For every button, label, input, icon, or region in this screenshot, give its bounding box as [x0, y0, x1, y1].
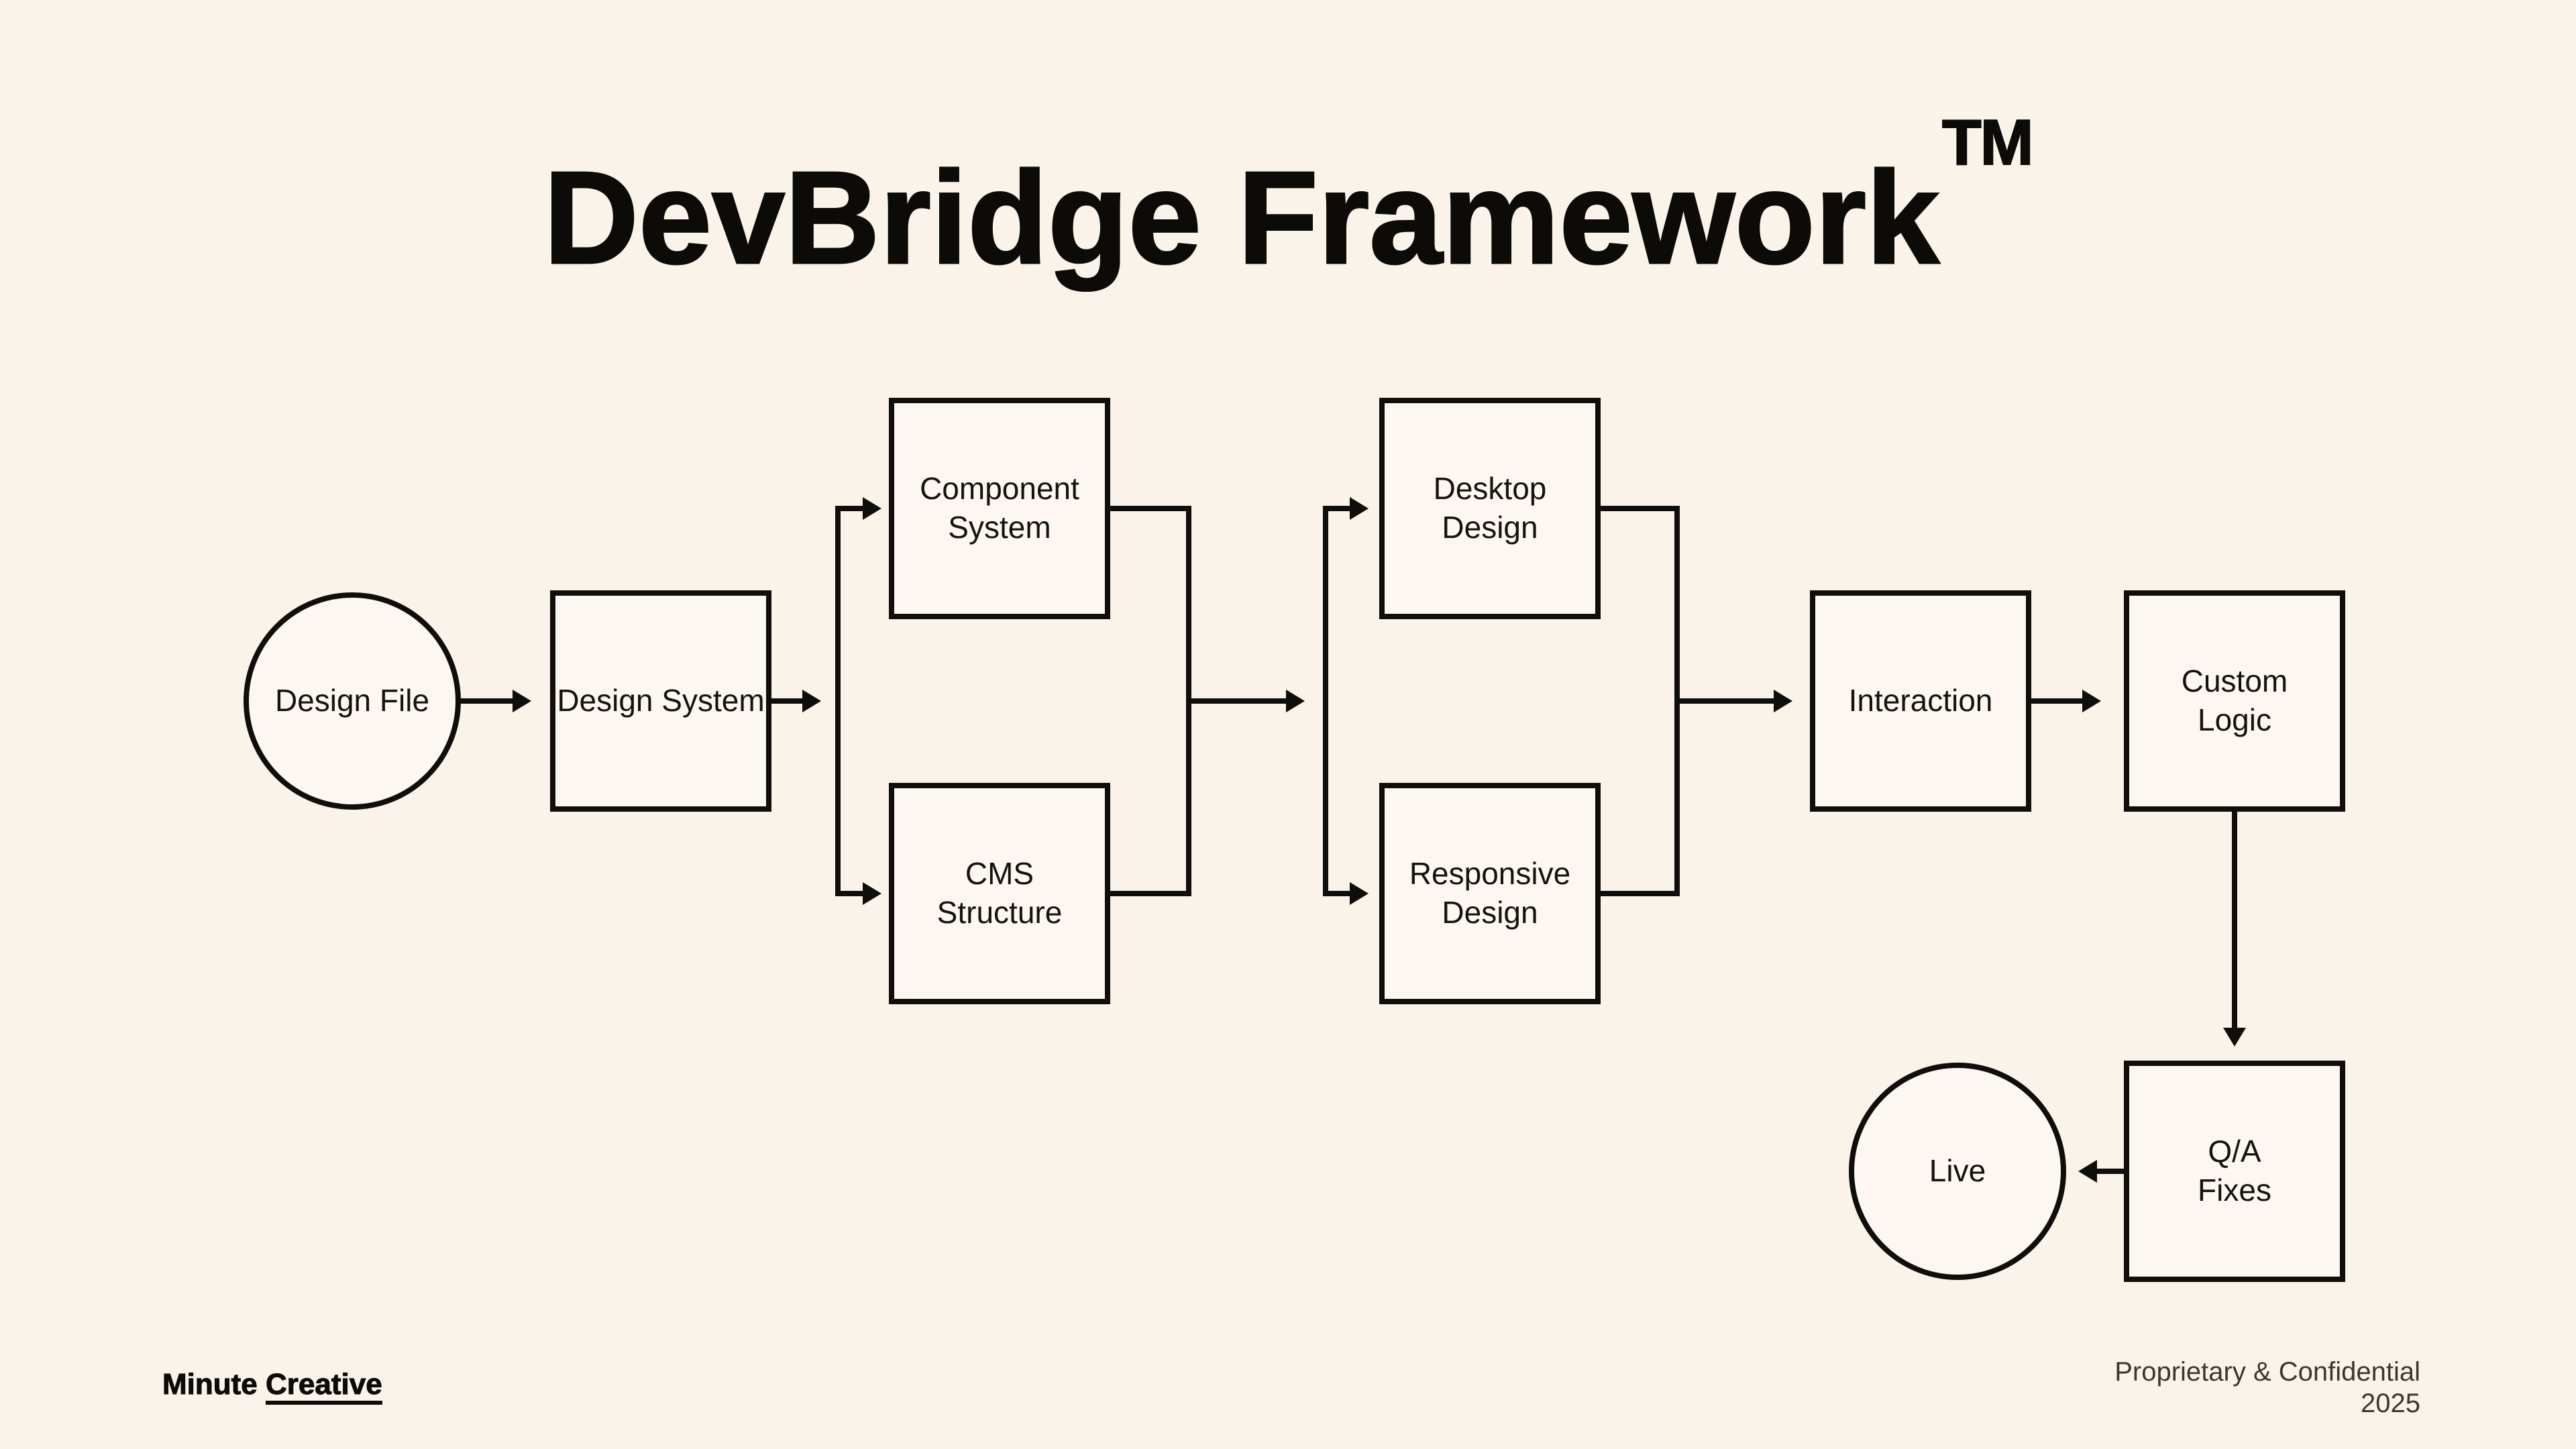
- node-design-file: Design File: [244, 592, 461, 810]
- brand-word-second: Creative: [266, 1368, 382, 1405]
- merge-line-1: [1110, 506, 1191, 896]
- split-line-2: [1323, 497, 1368, 905]
- node-qa-fixes: Q/A Fixes: [2124, 1061, 2345, 1282]
- node-desktop-design: Desktop Design: [1379, 398, 1601, 619]
- node-component-system: Component System: [889, 398, 1110, 619]
- node-label: Interaction: [1848, 683, 1993, 718]
- node-label: Live: [1929, 1153, 1986, 1189]
- node-label: Q/A Fixes: [2198, 1134, 2271, 1208]
- node-live: Live: [1849, 1063, 2066, 1280]
- arrow-design-system-to-split: [771, 690, 821, 712]
- confidentiality-note: Proprietary & Confidential 2025: [2114, 1356, 2420, 1419]
- arrow-merge2-to-interaction: [1677, 690, 1792, 712]
- arrow-design-file-to-design-system: [460, 690, 531, 712]
- node-cms-structure: CMS Structure: [889, 783, 1110, 1004]
- confidentiality-line: Proprietary & Confidential: [2114, 1357, 2420, 1387]
- node-label: Desktop Design: [1433, 471, 1547, 545]
- brand-word-first: Minute: [162, 1368, 258, 1401]
- node-label: CMS Structure: [936, 856, 1063, 930]
- node-custom-logic: Custom Logic: [2124, 590, 2345, 812]
- node-design-system: Design System: [550, 590, 771, 812]
- page-title: DevBridge Framework: [543, 144, 1940, 291]
- node-label: Custom Logic: [2181, 663, 2288, 737]
- title: DevBridge Framework TM: [0, 110, 2576, 291]
- arrow-interaction-to-custom-logic: [2031, 690, 2101, 712]
- brand-logo: Minute Creative: [162, 1368, 382, 1405]
- merge-line-2: [1601, 506, 1680, 896]
- confidentiality-year: 2025: [2361, 1388, 2420, 1418]
- arrow-qa-fixes-to-live: [2078, 1160, 2124, 1183]
- trademark-superscript: TM: [1941, 107, 2035, 178]
- node-interaction: Interaction: [1810, 590, 2031, 812]
- node-label: Responsive Design: [1409, 856, 1571, 930]
- node-label: Design System: [557, 683, 765, 718]
- arrow-merge1-to-split2: [1189, 690, 1305, 712]
- node-label: Component System: [920, 471, 1079, 545]
- node-label: Design File: [274, 683, 430, 718]
- arrow-custom-logic-to-qa-fixes: [2223, 812, 2246, 1046]
- split-line-1: [835, 497, 881, 905]
- node-responsive-design: Responsive Design: [1379, 783, 1601, 1004]
